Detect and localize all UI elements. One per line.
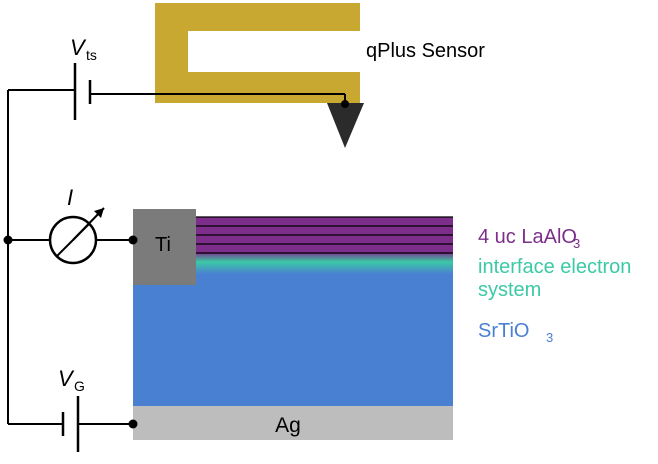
interface-label-line1: interface electron <box>478 256 631 278</box>
laalo3-label: 4 uc LaAlO <box>478 226 577 248</box>
laalo3-subscript: 3 <box>573 236 580 251</box>
ti-contact <box>133 209 196 285</box>
junction-nodes <box>3 235 138 429</box>
current-label: I <box>67 185 73 210</box>
qplus-sensor-body <box>155 3 360 103</box>
laalo3-layer-lines <box>196 216 453 254</box>
ti-label: Ti <box>155 234 171 256</box>
vg-battery-symbol <box>61 396 80 452</box>
ag-label: Ag <box>275 414 301 437</box>
vts-label: V <box>70 35 87 60</box>
vts-subscript: ts <box>86 47 97 63</box>
vg-subscript: G <box>74 378 85 394</box>
srtio3-substrate <box>133 272 453 406</box>
ag-back-contact <box>133 406 453 440</box>
vg-label: V <box>58 366 75 391</box>
interface-electron-layer <box>196 252 453 274</box>
interface-label-line2: system <box>478 279 541 301</box>
srtio3-label: SrTiO <box>478 320 529 342</box>
variable-arrow-head <box>94 208 104 218</box>
circuit-wires <box>7 89 346 425</box>
sensor-label: qPlus Sensor <box>366 40 485 62</box>
srtio3-subscript: 3 <box>546 330 553 345</box>
vts-battery-symbol <box>73 63 92 120</box>
sensor-tip <box>327 103 364 148</box>
